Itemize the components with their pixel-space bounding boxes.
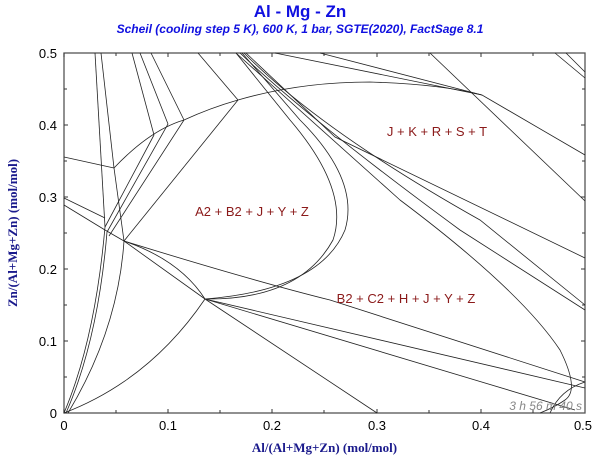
y-tick-label: 0.5 — [39, 46, 57, 61]
x-tick-label: 0.3 — [368, 418, 386, 433]
y-tick-label: 0 — [50, 406, 57, 421]
y-tick-label: 0.1 — [39, 334, 57, 349]
x-tick-label: 0.4 — [472, 418, 490, 433]
plot-frame — [63, 52, 586, 414]
y-ticks — [64, 88, 585, 378]
y-tick-label: 0.2 — [39, 262, 57, 277]
chart-title: Al - Mg - Zn — [253, 2, 347, 21]
elapsed-time: 3 h 56 m 40 s — [509, 399, 582, 413]
x-tick-label: 0.5 — [574, 418, 592, 433]
x-tick-label: 0.1 — [159, 418, 177, 433]
phase-boundaries — [63, 52, 586, 414]
x-tick-label: 0 — [60, 418, 67, 433]
y-tick-label: 0.3 — [39, 190, 57, 205]
x-tick-label: 0.2 — [263, 418, 281, 433]
y-tick-label: 0.4 — [39, 118, 57, 133]
region-label: J + K + R + S + T — [387, 124, 487, 139]
x-axis-label: Al/(Al+Mg+Zn) (mol/mol) — [251, 440, 398, 455]
chart-subtitle: Scheil (cooling step 5 K), 600 K, 1 bar,… — [116, 22, 484, 36]
region-label: B2 + C2 + H + J + Y + Z — [337, 291, 476, 306]
region-label: A2 + B2 + J + Y + Z — [195, 204, 309, 219]
